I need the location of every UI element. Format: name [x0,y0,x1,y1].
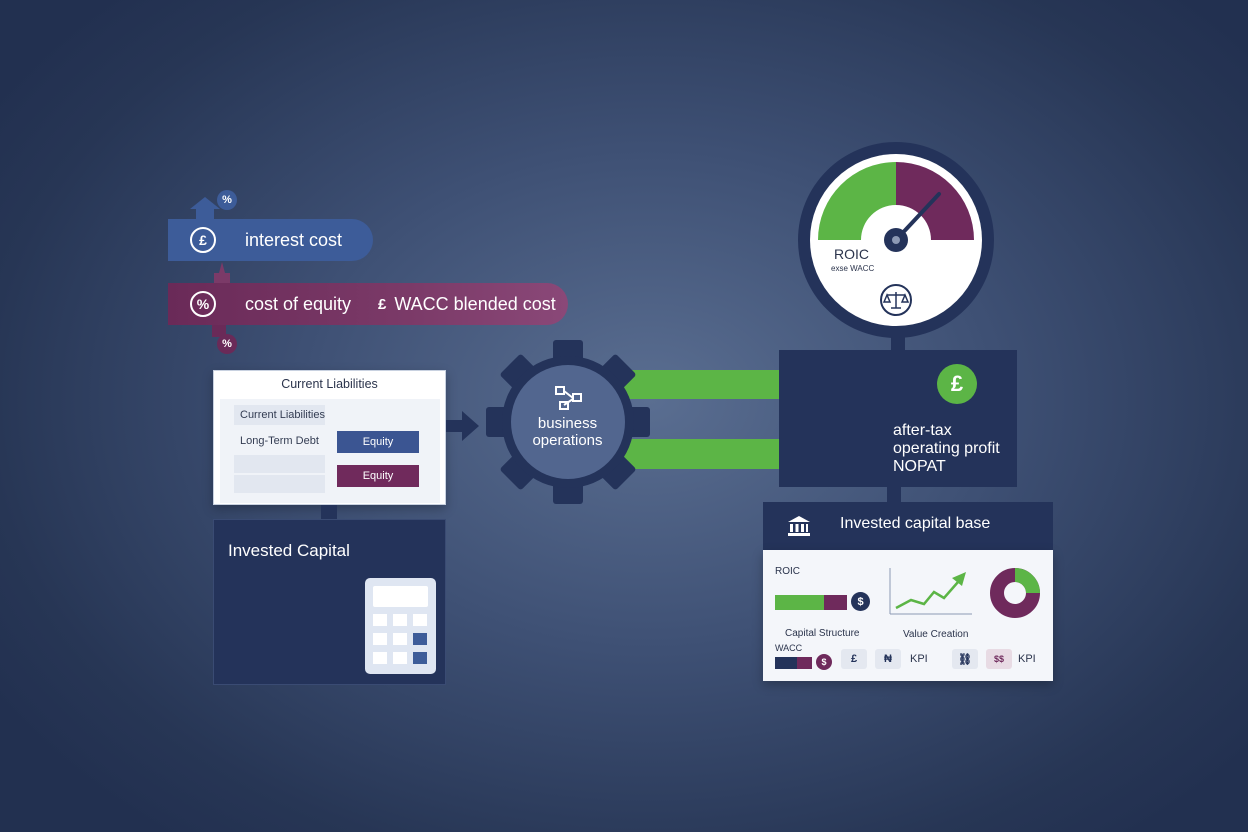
nopat-line-2: operating profit [893,440,1000,457]
kpi-label-2: KPI [1018,653,1036,665]
percent-coin-icon: % [190,291,216,317]
gauge-sub-label: exse WACC [831,264,875,273]
roic-label: ROIC [775,566,800,577]
nopat-line-3: NOPAT [893,458,946,475]
long-term-debt-row: Long-Term Debt [240,435,319,447]
capital-structure-label: Capital Structure [785,628,860,639]
balance-sheet-table: Current Liabilities Long-Term Debt Equit… [220,399,440,503]
nopat-line-1: after-tax [893,422,952,439]
interest-cost-bar: £ interest cost [168,219,373,261]
calculator-display [373,586,428,607]
wacc-blended-cost-label: WACC blended cost [394,293,556,314]
business-operations-label: business operations [510,415,625,449]
kpi-label-1: KPI [910,653,928,665]
donut-green-segment [1015,568,1040,593]
operations-line-2: operations [532,432,603,449]
gauge-green-segment [818,162,896,240]
dashboard-title: Invested capital base [840,515,991,532]
workflow-icon [555,386,582,410]
connector-vertical [321,505,337,519]
roic-bar-purple [824,595,847,610]
gauge-roic-label: ROIC [834,246,869,262]
pound-coin-icon: £ [937,364,977,404]
naira-chip-icon: ₦ [875,649,901,669]
nopat-panel [779,350,1017,487]
wacc-label: WACC [775,643,803,653]
wacc-blended-cost: £ WACC blended cost [378,294,556,315]
trend-line [895,581,959,610]
empty-row [234,455,325,473]
percent-badge-bottom: % [217,334,237,354]
equity-block-purple: Equity [337,465,419,487]
dashboard-header [763,502,1053,550]
gauge-purple-segment [896,162,974,240]
trend-arrowhead [952,572,966,586]
pound-chip-icon: £ [841,649,867,669]
arrow-to-gear [446,411,479,441]
roic-bar-green [775,595,824,610]
calculator-icon [365,578,436,674]
value-trend-chart [889,568,972,615]
link-chip-icon: ⛓ [952,649,978,669]
connector-gauge [891,335,905,351]
wacc-bar-navy [775,657,797,669]
cost-of-equity-bar: % cost of equity £ WACC blended cost [168,283,568,325]
up-arrow-middle [214,262,230,283]
gauge-needle [894,192,941,242]
bank-icon [788,516,810,536]
operations-line-1: business [537,415,598,432]
donut-chart [990,568,1040,618]
dollar-coin-icon: $ [851,592,870,611]
up-arrow-top [190,197,220,219]
dollar-coin-icon: $ [816,654,832,670]
empty-row [234,475,325,493]
current-liabilities-row: Current Liabilities [234,405,325,425]
percent-badge-top: % [217,190,237,210]
pound-coin-icon: £ [190,227,216,253]
interest-cost-label: interest cost [245,229,343,250]
invested-capital-title: Invested Capital [228,541,350,560]
money-chip-icon: $$ [986,649,1012,669]
nopat-label: after-tax operating profit NOPAT [893,422,1000,476]
balance-sheet-card: Current Liabilities Current Liabilities … [213,370,446,505]
connector-dashboard [887,487,901,503]
pound-icon: £ [378,295,387,313]
equity-block-blue: Equity [337,431,419,453]
cost-of-equity-label: cost of equity [245,293,352,314]
value-creation-label: Value Creation [903,629,969,640]
balance-scale-icon [880,284,912,316]
balance-sheet-title: Current Liabilities [281,377,378,391]
wacc-bar-purple [797,657,812,669]
